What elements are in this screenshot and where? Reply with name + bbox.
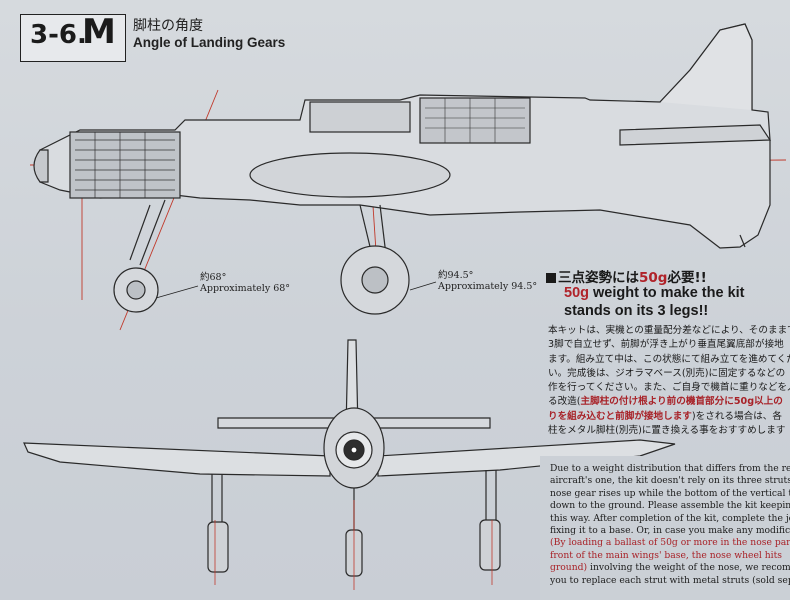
main-gear-angle-jp: 約94.5° [438,270,474,281]
jp-line: 本キットは、実機との重量配分差などにより、そのままで [548,325,790,336]
note-en-weight: 50g [564,285,589,301]
main-gear-angle-label: 約94.5° Approximately 94.5° [438,270,537,292]
section-number: 3-6. [30,20,87,50]
note-en-rest1: weight to make the kit [589,285,745,301]
front-reference-lines [214,500,493,590]
en-line-highlight: ground) [550,562,588,574]
front-view-drawing [23,339,676,590]
main-gear-angle-en: Approximately 94.5° [438,281,538,292]
en-line-highlight: (By loading a ballast of 50g or more in … [550,537,790,549]
jp-line-part: る改造( [548,396,581,408]
jp-line: 柱をメタル脚柱(別売)に置き換える事をおすすめします [548,425,786,437]
en-line: you to replace each strut with metal str… [550,574,790,586]
heading-weight: 50g [639,270,668,286]
en-line-highlight: front of the main wings' base, the nose … [550,549,783,561]
en-line: ground) involving the weight of the nose… [550,562,790,574]
section-badge [20,14,126,62]
front-gear-angle-jp: 約68° [200,272,227,283]
en-line: Due to a weight distribution that differ… [550,463,790,474]
jp-line: い。完成後は、ジオラマベース(別売)に固定するなどの [548,367,786,379]
section-letter: M [82,12,116,52]
jp-line: 作を行ってください。また、ご自身で機首に重りなどを入 [548,382,790,394]
en-line: nose gear rises up while the bottom of t… [550,487,790,499]
en-line-part: involving the weight of the nose, we rec… [587,562,790,574]
body-text-jp: 本キットは、実機との重量配分差などにより、そのままで 3脚で自立せず、前脚が浮き上… [548,324,790,438]
jp-line-part: )をされる場合は、各 [691,410,782,422]
jp-line-highlight: りを組み込むと前脚が接地します [548,410,692,422]
front-gear-angle-en: Approximately 68° [200,283,291,294]
weight-note-heading: 三点姿勢には50g必要!! [546,266,707,286]
heading-prefix: 三点姿勢には [558,270,639,286]
square-bullet-icon [546,273,556,283]
jp-line: 3脚で自立せず、前脚が浮き上がり垂直尾翼底部が接地 [548,339,784,351]
body-text-en: Due to a weight distribution that differ… [550,463,790,587]
leader-lines [155,281,437,299]
side-view-drawing [29,23,787,331]
section-title-jp: 脚柱の角度 [133,18,203,34]
section-title-en: Angle of Landing Gears [133,35,286,50]
weight-note-en: 50g weight to make the kit stands on its … [564,284,790,320]
en-line: fixing it to a base. Or, in case you mak… [550,525,790,537]
en-line: aircraft's one, the kit doesn't rely on … [550,475,790,487]
jp-line-highlight: 主脚柱の付け根より前の機首部分に50g以上の [580,396,783,408]
jp-line: ます。組み立て中は、この状態にて組み立てを進めてくだ [548,353,790,365]
note-en-rest2: stands on its 3 legs!! [564,303,709,319]
jp-line: りを組み込むと前脚が接地します)をされる場合は、各 [548,410,790,424]
heading-suffix: 必要!! [667,270,707,286]
en-line: this way. After completion of the kit, c… [550,512,790,524]
english-text-panel [540,456,790,600]
en-line: down to the ground. Please assemble the … [550,500,790,512]
jp-line: る改造(主脚柱の付け根より前の機首部分に50g以上の [548,395,790,409]
front-gear-angle-label: 約68° Approximately 68° [200,272,290,294]
